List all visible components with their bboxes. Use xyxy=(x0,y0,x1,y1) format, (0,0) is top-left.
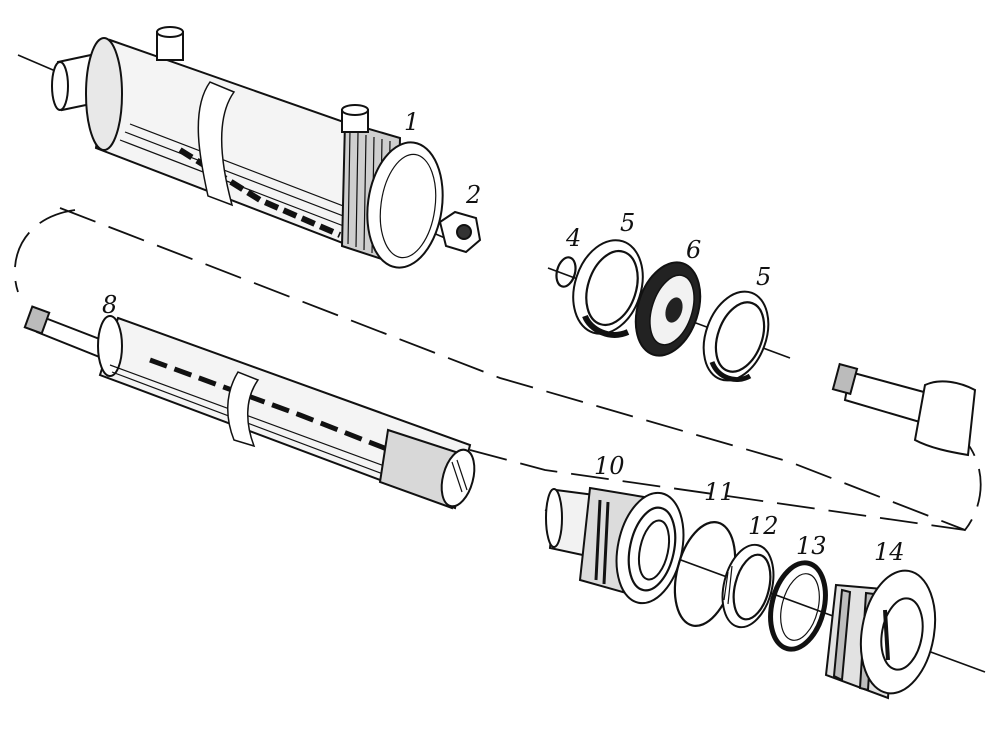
barrel-rear-cap xyxy=(85,37,123,151)
ring-right-outer xyxy=(702,290,770,382)
rod-thread-tip xyxy=(23,305,51,335)
seal-ring-inner xyxy=(780,573,820,641)
label-13: 13 xyxy=(796,532,827,560)
barrel-bore-inner xyxy=(379,153,437,259)
part-10-gland xyxy=(545,486,685,605)
seal-ring-outer xyxy=(768,560,828,652)
gland-face-bore xyxy=(637,519,671,581)
port-rear-top xyxy=(156,26,184,38)
rod-front-bore xyxy=(440,448,476,508)
part-1-cylinder-barrel xyxy=(51,26,444,269)
stub-collar xyxy=(913,380,977,457)
guide-ring-ridges xyxy=(723,565,733,605)
label-5-right: 5 xyxy=(756,263,771,291)
castle-nut-bore xyxy=(880,597,924,671)
rod-bore-detail xyxy=(451,459,468,493)
label-4: 4 xyxy=(565,224,581,252)
nut-hole xyxy=(456,224,472,240)
gland-face-groove xyxy=(627,506,677,592)
gland-neck-end xyxy=(545,488,563,548)
part-8-piston-rod xyxy=(23,305,476,510)
rear-boss-end xyxy=(51,61,69,111)
part-13-seal-ring xyxy=(768,560,828,652)
label-8: 8 xyxy=(102,291,117,319)
label-10: 10 xyxy=(594,452,625,480)
part-5-ring-left xyxy=(572,239,644,338)
piston-hole xyxy=(665,297,683,323)
part-4-small-oring xyxy=(555,256,577,288)
part-5-ring-right xyxy=(702,290,770,382)
dashed-centerline-lower xyxy=(469,449,966,531)
guide-ring-inner xyxy=(732,553,772,621)
label-1: 1 xyxy=(404,108,419,136)
barrel-bore-opening xyxy=(366,141,444,269)
label-6: 6 xyxy=(686,236,701,264)
label-14: 14 xyxy=(874,538,905,566)
ring-right-inner xyxy=(714,301,766,373)
part-labels: 1 2 4 5 6 5 8 10 11 12 13 14 xyxy=(102,108,905,566)
port-front-top xyxy=(341,104,369,116)
ring-left-inner xyxy=(585,250,639,326)
ring-left-shadow xyxy=(582,314,630,338)
ring-right-shadow xyxy=(709,360,752,382)
part-12-guide-ring xyxy=(721,543,775,629)
label-11: 11 xyxy=(704,478,735,506)
part-2-nut xyxy=(438,210,482,254)
rod-body-rear xyxy=(97,315,123,377)
stub-thread-tip xyxy=(831,362,859,396)
rod-dark-shading xyxy=(149,357,421,465)
threaded-stub xyxy=(831,362,977,457)
label-2: 2 xyxy=(465,181,481,209)
gland-shading xyxy=(594,499,610,585)
rod-break-band xyxy=(227,371,260,448)
part-6-piston xyxy=(634,261,702,357)
castle-nut-bore-shadow xyxy=(883,609,890,661)
barrel-break-band xyxy=(197,81,236,207)
part-14-castle-nut xyxy=(824,569,937,700)
label-5-left: 5 xyxy=(620,209,635,237)
label-12: 12 xyxy=(748,512,779,540)
